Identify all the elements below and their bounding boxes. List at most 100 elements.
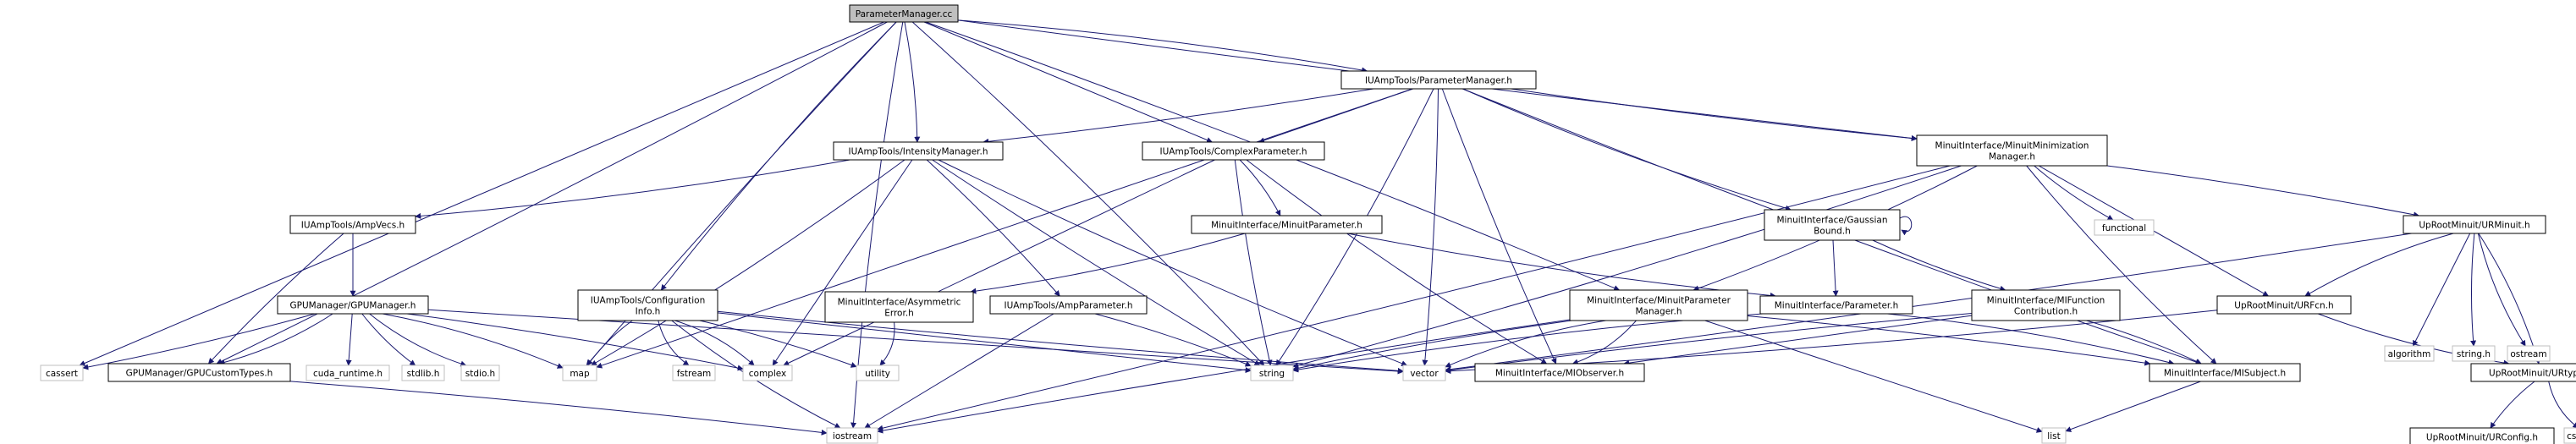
edge-root-to-cassert <box>79 21 884 366</box>
edge-minuitpm-to-miobserver <box>1571 320 1637 365</box>
node-label: utility <box>865 369 890 379</box>
node-box <box>2563 427 2576 444</box>
node-urtypes[interactable]: UpRootMinuit/URtypes.h <box>2470 363 2576 382</box>
node-box <box>2149 363 2301 382</box>
edge-gpumanager-to-cuda_runtime <box>345 313 353 366</box>
node-box <box>826 427 878 444</box>
edge-intensity-to-ampvecs <box>415 159 850 219</box>
node-box <box>1402 365 1446 381</box>
node-label: list <box>2047 431 2060 441</box>
node-stdlib: stdlib.h <box>401 365 445 381</box>
edge-minuitmin-to-iostream <box>877 165 1951 431</box>
edge-gaussian-to-mifunction <box>1872 239 2006 292</box>
node-vector: vector <box>1402 365 1446 381</box>
node-box <box>849 4 959 23</box>
node-label: cassert <box>46 369 78 379</box>
edge-mifunction-to-miobserver <box>1623 315 1973 366</box>
node-gpucustom[interactable]: GPUManager/GPUCustomTypes.h <box>107 363 291 382</box>
node-pm_h[interactable]: IUAmpTools/ParameterManager.h <box>1340 70 1537 90</box>
node-box <box>40 365 84 381</box>
node-box <box>833 141 1004 161</box>
node-label: MinuitInterface/MISubject.h <box>2164 369 2286 379</box>
node-fstream: fstream <box>672 365 716 381</box>
node-string: string <box>1250 365 1294 381</box>
node-gpumanager[interactable]: GPUManager/GPUManager.h <box>277 295 429 315</box>
edge-minuitmin-to-functional <box>2034 165 2114 221</box>
edge-complexparam-to-string <box>1234 159 1273 366</box>
node-box <box>277 295 429 315</box>
node-misubject[interactable]: MinuitInterface/MISubject.h <box>2149 363 2301 382</box>
node-label: Info.h <box>636 307 661 317</box>
edge-minuitmin-to-string <box>1292 165 1962 369</box>
node-label: IUAmpTools/Configuration <box>591 296 705 306</box>
edge-urtypes-to-cstddef <box>2548 381 2576 429</box>
node-miobserver[interactable]: MinuitInterface/MIObserver.h <box>1474 363 1645 382</box>
node-urfcn[interactable]: UpRootMinuit/URFcn.h <box>2216 295 2352 315</box>
edge-mifunction-to-misubject <box>2086 320 2202 365</box>
node-label: stdio.h <box>465 369 495 379</box>
node-label: Bound.h <box>1814 227 1851 237</box>
node-complex: complex <box>742 365 793 381</box>
node-functional: functional <box>2094 219 2155 236</box>
node-label: Manager.h <box>1635 307 1682 317</box>
node-parameter[interactable]: MinuitInterface/Parameter.h <box>1759 295 1913 315</box>
node-label: Contribution.h <box>2014 307 2078 317</box>
node-box <box>856 365 900 381</box>
node-label: IUAmpTools/ComplexParameter.h <box>1160 147 1307 157</box>
node-label: GPUManager/GPUCustomTypes.h <box>126 369 273 379</box>
edges-layer <box>79 19 2576 436</box>
node-root[interactable]: ParameterManager.cc <box>849 4 959 23</box>
edge-pm_h-to-vector <box>1422 88 1439 366</box>
node-algorithm: algorithm <box>2384 345 2435 362</box>
edge-intensity-to-ampparam <box>926 159 1060 297</box>
edge-root-to-intensity <box>904 21 921 143</box>
node-minuitparam[interactable]: MinuitInterface/MinuitParameter.h <box>1191 215 1383 234</box>
edge-gpumanager-to-map <box>382 313 564 369</box>
node-label: Error.h <box>884 309 914 319</box>
node-urconfig[interactable]: UpRootMinuit/URConfig.h <box>2409 427 2555 444</box>
node-urminuit[interactable]: UpRootMinuit/URMinuit.h <box>2403 215 2546 234</box>
node-iostream: iostream <box>826 427 878 444</box>
node-label: IUAmpTools/AmpParameter.h <box>1005 301 1133 311</box>
node-label: ParameterManager.cc <box>856 9 953 19</box>
node-label: MinuitInterface/Asymmetric <box>838 298 961 308</box>
edge-configinfo-to-map <box>586 320 633 366</box>
edge-gpumanager-to-cassert <box>82 313 316 370</box>
node-label: MinuitInterface/Parameter.h <box>1775 301 1899 311</box>
node-box <box>989 295 1148 315</box>
edge-pm_h-to-map <box>596 88 1413 369</box>
node-label: vector <box>1410 369 1439 379</box>
edge-urminuit-to-ostream <box>2477 233 2526 347</box>
node-label: iostream <box>833 431 872 441</box>
node-box <box>1474 363 1645 382</box>
node-label: MinuitInterface/Gaussian <box>1776 216 1887 226</box>
edge-intensity-to-map <box>591 159 905 366</box>
node-minuitmin[interactable]: MinuitInterface/MinuitMinimizationManage… <box>1916 134 2108 167</box>
node-label: MinuitInterface/MinuitParameter.h <box>1211 221 1362 231</box>
edge-minuitparam-to-parameter <box>1347 233 1776 299</box>
node-box <box>2409 427 2555 444</box>
node-utility: utility <box>856 365 900 381</box>
node-box <box>577 289 718 321</box>
node-intensity[interactable]: IUAmpTools/IntensityManager.h <box>833 141 1004 161</box>
node-label: IUAmpTools/IntensityManager.h <box>848 147 988 157</box>
edge-urtypes-to-urconfig <box>2490 381 2535 429</box>
node-label: UpRootMinuit/URFcn.h <box>2234 301 2333 311</box>
node-label: stdlib.h <box>407 369 440 379</box>
node-ampvecs[interactable]: IUAmpTools/AmpVecs.h <box>289 215 416 234</box>
node-box <box>1916 134 2108 167</box>
edge-pm_h-to-miobserver <box>1441 88 1557 365</box>
edge-minuitpm-to-vector <box>1445 320 1606 368</box>
edge-intensity-to-complex <box>772 159 913 366</box>
node-ampparam[interactable]: IUAmpTools/AmpParameter.h <box>989 295 1148 315</box>
node-label: UpRootMinuit/URMinuit.h <box>2419 221 2529 231</box>
node-box <box>305 365 390 381</box>
node-complexparam[interactable]: IUAmpTools/ComplexParameter.h <box>1142 141 1325 161</box>
node-box <box>460 365 500 381</box>
